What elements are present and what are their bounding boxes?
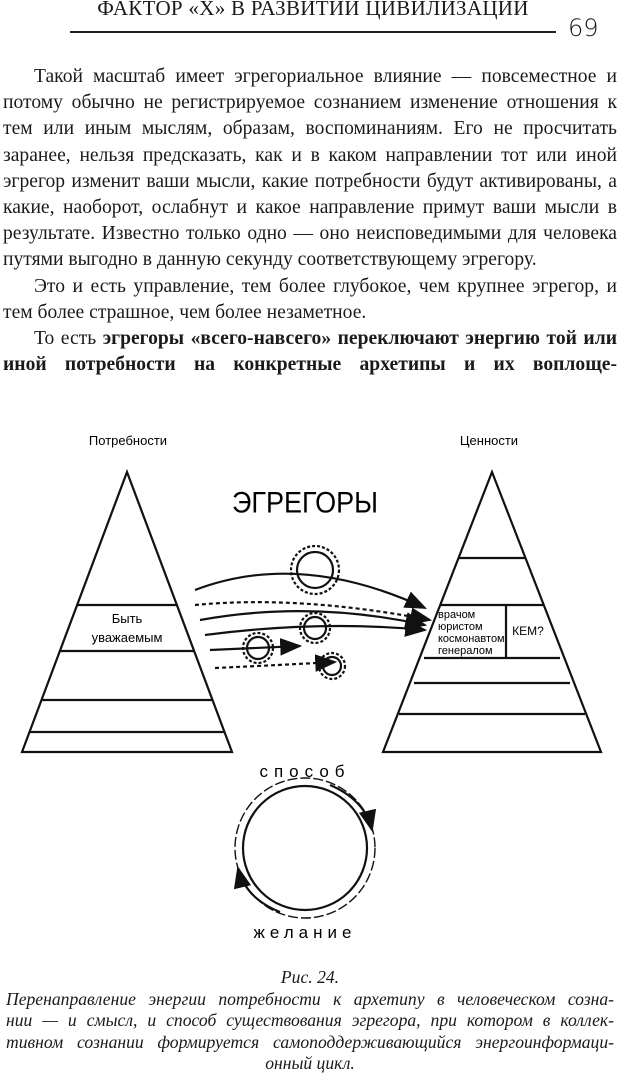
paragraph-lead: То есть xyxy=(34,328,103,350)
paragraph: Это и есть управление, тем более глубоко… xyxy=(3,275,617,323)
needs-pyramid xyxy=(20,468,234,754)
egregors-title: ЭГРЕГОРЫ xyxy=(232,486,378,519)
values-pyramid xyxy=(381,468,603,754)
running-title: ФАКТОР «Х» В РАЗВИТИИ ЦИВИЛИЗАЦИИ xyxy=(97,0,529,20)
needs-box-line1: Быть xyxy=(112,611,143,626)
cycle-bottom-label: желание xyxy=(254,923,357,942)
caption-line: тивном сознании формируется самоподдержи… xyxy=(6,1031,614,1052)
caption-line: нии — и смысл, и способ существования эг… xyxy=(6,1010,614,1030)
archetype-item: врачом xyxy=(438,609,475,621)
question-label: КЕМ? xyxy=(512,624,544,638)
archetype-item: юристом xyxy=(438,621,483,633)
bold-emphasis: эгрегоры «всего-навсего» переключают эне… xyxy=(3,328,618,376)
page-number: 69 xyxy=(568,14,599,42)
archetype-item: космонавтом xyxy=(438,633,505,645)
needs-box-line2: уважаемым xyxy=(92,630,163,645)
figure-caption: Рис. 24. Перенаправление энергии потребн… xyxy=(6,967,614,1075)
body-text: Такой масштаб имеет эгрегориальное влиян… xyxy=(3,64,617,378)
cycle-top-label: способ xyxy=(259,762,350,781)
archetype-item: генералом xyxy=(438,645,493,657)
caption-line: онный цикл. xyxy=(265,1053,355,1073)
figure-diagram: Потребности Ценности ЭГРЕГОРЫ Быть уважа… xyxy=(20,433,603,942)
header-rule xyxy=(70,31,556,33)
paragraph: Такой масштаб имеет эгрегориальное влиян… xyxy=(3,66,617,271)
figure-number: Рис. 24. xyxy=(280,967,340,987)
needs-label: Потребности xyxy=(89,433,167,448)
values-label: Ценности xyxy=(460,433,518,448)
paragraph: То есть эгрегоры «всего-навсего» переклю… xyxy=(3,326,617,378)
cycle-circle xyxy=(241,784,369,912)
caption-line: Перенаправление энергии потребности к ар… xyxy=(6,988,614,1009)
